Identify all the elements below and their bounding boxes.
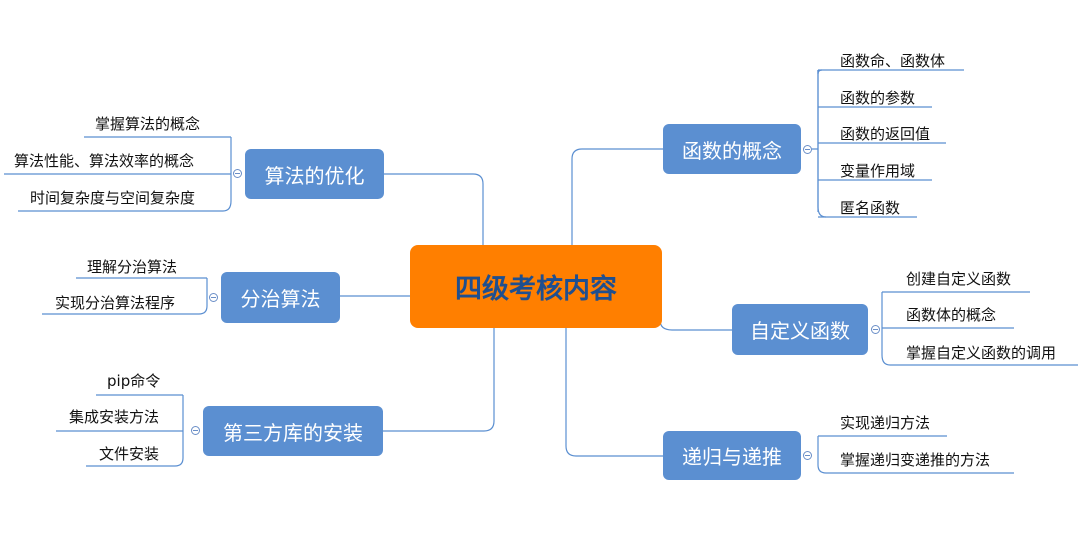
edge-custom-func (659, 319, 732, 331)
central-topic[interactable]: 四级考核内容 (410, 245, 662, 328)
branch-label: 递归与递推 (682, 445, 782, 469)
leaf-item[interactable]: pip命令 (107, 372, 161, 390)
leaf-item[interactable]: 文件安装 (99, 445, 160, 463)
collapse-toggle-icon[interactable] (233, 169, 242, 178)
branch-label: 算法的优化 (264, 163, 365, 188)
edge-func-concept (571, 148, 663, 245)
leaf-item[interactable]: 函数的返回值 (840, 125, 931, 143)
bracket-func-concept (812, 70, 819, 212)
collapse-toggle-icon[interactable] (871, 325, 880, 334)
branch-divide[interactable]: 分治算法 (221, 272, 340, 323)
branch-custom-func[interactable]: 自定义函数 (732, 304, 868, 355)
leaf-item[interactable]: 实现分治算法程序 (55, 294, 176, 312)
branch-func-concept[interactable]: 函数的概念 (663, 124, 801, 174)
leaf-item[interactable]: 函数体的概念 (906, 306, 997, 324)
branch-label: 函数的概念 (682, 138, 782, 163)
collapse-toggle-icon[interactable] (191, 426, 200, 435)
collapse-toggle-icon[interactable] (803, 451, 812, 460)
branch-label: 自定义函数 (750, 319, 850, 343)
leaf-item[interactable]: 掌握自定义函数的调用 (906, 344, 1057, 362)
central-topic-label: 四级考核内容 (455, 274, 617, 305)
leaf-item[interactable]: 匿名函数 (840, 199, 901, 217)
branch-third-party[interactable]: 第三方库的安装 (203, 406, 383, 456)
branch-label: 第三方库的安装 (223, 420, 363, 445)
leaf-item[interactable]: 函数命、函数体 (840, 52, 946, 70)
branch-label: 分治算法 (240, 287, 321, 311)
leaf-item[interactable]: 实现递归方法 (840, 414, 931, 432)
collapse-toggle-icon[interactable] (803, 145, 812, 154)
leaf-item[interactable]: 变量作用域 (840, 162, 916, 180)
branch-recursion[interactable]: 递归与递推 (663, 431, 801, 480)
edge-third-party (383, 328, 495, 432)
leaf-item[interactable]: 集成安装方法 (69, 408, 160, 426)
collapse-toggle-icon[interactable] (209, 293, 218, 302)
leaf-item[interactable]: 创建自定义函数 (906, 270, 1012, 288)
edge-algo-opt (384, 173, 484, 245)
branch-algo-opt[interactable]: 算法的优化 (245, 149, 384, 199)
leaf-item[interactable]: 掌握算法的概念 (95, 115, 201, 133)
leaf-item[interactable]: 掌握递归变递推的方法 (840, 451, 991, 469)
leaf-item[interactable]: 时间复杂度与空间复杂度 (30, 189, 196, 207)
leaf-item[interactable]: 函数的参数 (840, 89, 916, 107)
edge-recursion (565, 328, 663, 457)
leaf-item[interactable]: 理解分治算法 (87, 258, 178, 276)
leaf-item[interactable]: 算法性能、算法效率的概念 (14, 152, 195, 170)
